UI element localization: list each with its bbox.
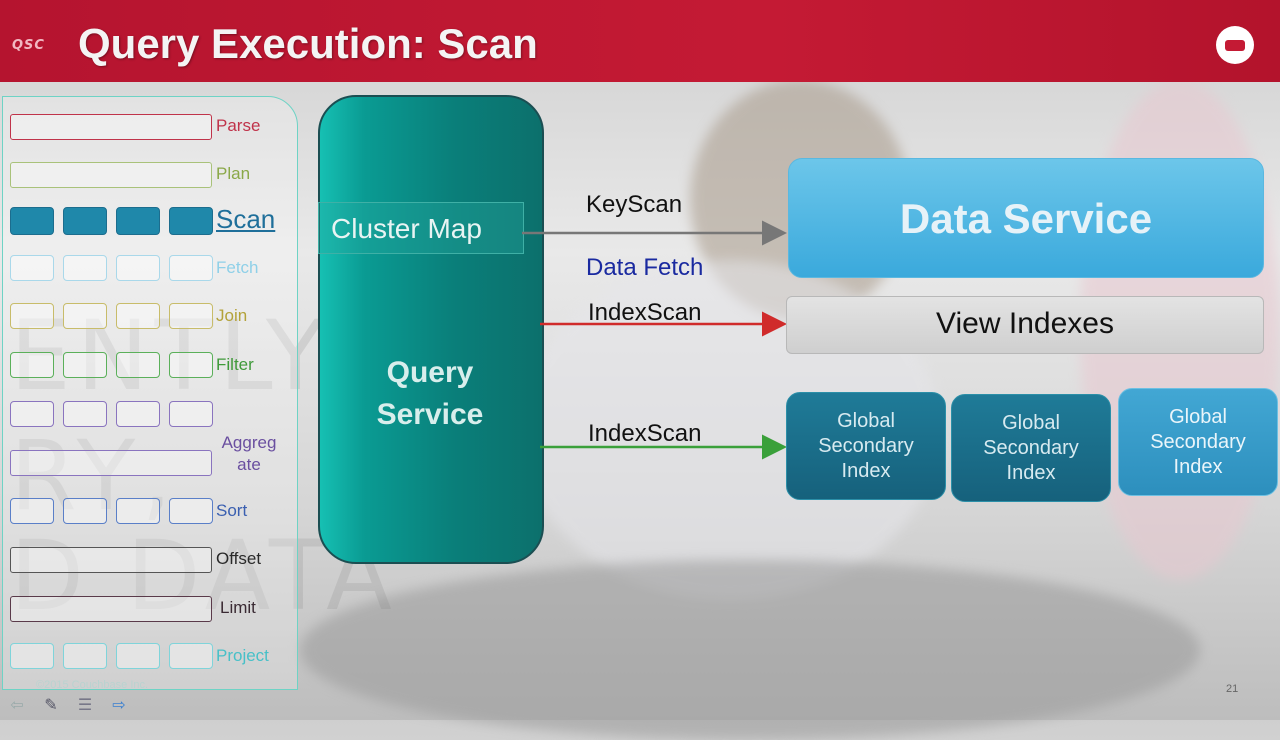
data-fetch-label: Data Fetch <box>586 254 704 281</box>
scan-block <box>116 207 160 235</box>
gsi-line3: Index <box>1006 462 1056 484</box>
stage-sort-label: Sort <box>216 501 248 520</box>
gsi-line1: Global <box>1169 406 1227 428</box>
scan-block <box>63 207 107 235</box>
stage-project-label: Project <box>216 646 269 665</box>
sort-block <box>116 498 160 524</box>
stage-filter-label: Filter <box>216 355 254 374</box>
aggregate-bar <box>10 450 212 476</box>
fetch-block <box>10 255 54 281</box>
stage-plan-label: Plan <box>216 164 251 183</box>
gsi-line2: Secondary <box>983 437 1079 459</box>
aggregate-block <box>169 401 213 427</box>
query-service-line1: Query <box>386 356 474 389</box>
fetch-block <box>116 255 160 281</box>
join-block <box>10 303 54 329</box>
filter-block <box>116 352 160 378</box>
aggregate-block <box>63 401 107 427</box>
aggregate-block <box>116 401 160 427</box>
couchbase-logo-icon <box>1216 26 1254 64</box>
arrow-right-icon[interactable]: ⇨ <box>112 694 126 714</box>
stage-offset-label: Offset <box>216 549 262 568</box>
scan-block <box>169 207 213 235</box>
indexscan-view-label: IndexScan <box>588 299 702 326</box>
pen-icon[interactable]: ✎ <box>44 694 58 714</box>
sort-block <box>63 498 107 524</box>
gsi-line1: Global <box>837 410 895 432</box>
join-block <box>116 303 160 329</box>
offset-bar <box>10 547 212 573</box>
project-block <box>169 643 213 669</box>
filter-block <box>63 352 107 378</box>
stage-parse-label: Parse <box>216 116 261 135</box>
join-block <box>63 303 107 329</box>
data-service-label: Data Service <box>899 195 1153 242</box>
menu-icon[interactable]: ☰ <box>77 694 93 714</box>
pipeline-panel <box>2 96 298 690</box>
query-service-block <box>318 95 544 564</box>
sort-block <box>169 498 213 524</box>
scan-block <box>10 207 54 235</box>
keyscan-label: KeyScan <box>586 191 683 218</box>
parse-bar <box>10 114 212 140</box>
gsi-line1: Global <box>1002 412 1060 434</box>
slide-title: Query Execution: Scan <box>78 20 538 67</box>
gsi-node: Global Secondary Index <box>1118 388 1278 496</box>
filter-block <box>10 352 54 378</box>
project-block <box>63 643 107 669</box>
indexscan-gsi-label: IndexScan <box>588 420 702 447</box>
join-block <box>169 303 213 329</box>
arrow-left-icon[interactable]: ⇦ <box>10 694 24 714</box>
gsi-line2: Secondary <box>818 435 914 457</box>
query-service-title: Query Service <box>340 352 520 436</box>
stage-scan-label: Scan <box>216 204 276 234</box>
plan-bar <box>10 162 212 188</box>
sort-block <box>10 498 54 524</box>
gsi-node: Global Secondary Index <box>786 392 946 500</box>
gsi-line3: Index <box>1173 456 1223 478</box>
cluster-map-label: Cluster Map <box>331 213 482 244</box>
query-service-line2: Service <box>376 398 484 431</box>
page-number: 21 <box>1226 683 1239 695</box>
cluster-map-box: Cluster Map <box>318 202 524 254</box>
aggregate-block <box>10 401 54 427</box>
stage-limit-label: Limit <box>220 598 256 617</box>
fetch-block <box>169 255 213 281</box>
limit-bar <box>10 596 212 622</box>
slide-header: QSC Query Execution: Scan <box>0 0 1280 82</box>
gsi-line3: Index <box>841 460 891 482</box>
stage-aggregate-label: Aggreg ate <box>221 433 277 474</box>
fetch-block <box>63 255 107 281</box>
gsi-line2: Secondary <box>1150 431 1246 453</box>
data-service-box: Data Service <box>788 158 1264 278</box>
copyright-text: ©2015 Couchbase Inc. <box>36 679 149 691</box>
project-block <box>10 643 54 669</box>
stage-fetch-label: Fetch <box>216 258 259 277</box>
stage-join-label: Join <box>216 306 248 325</box>
view-indexes-label: View Indexes <box>936 307 1114 340</box>
slide-nav-toolbar: ⇦ ✎ ☰ ⇨ <box>4 694 132 716</box>
gsi-node: Global Secondary Index <box>951 394 1111 502</box>
conference-logo: QSC <box>12 38 45 53</box>
view-indexes-box: View Indexes <box>786 296 1264 354</box>
filter-block <box>169 352 213 378</box>
project-block <box>116 643 160 669</box>
